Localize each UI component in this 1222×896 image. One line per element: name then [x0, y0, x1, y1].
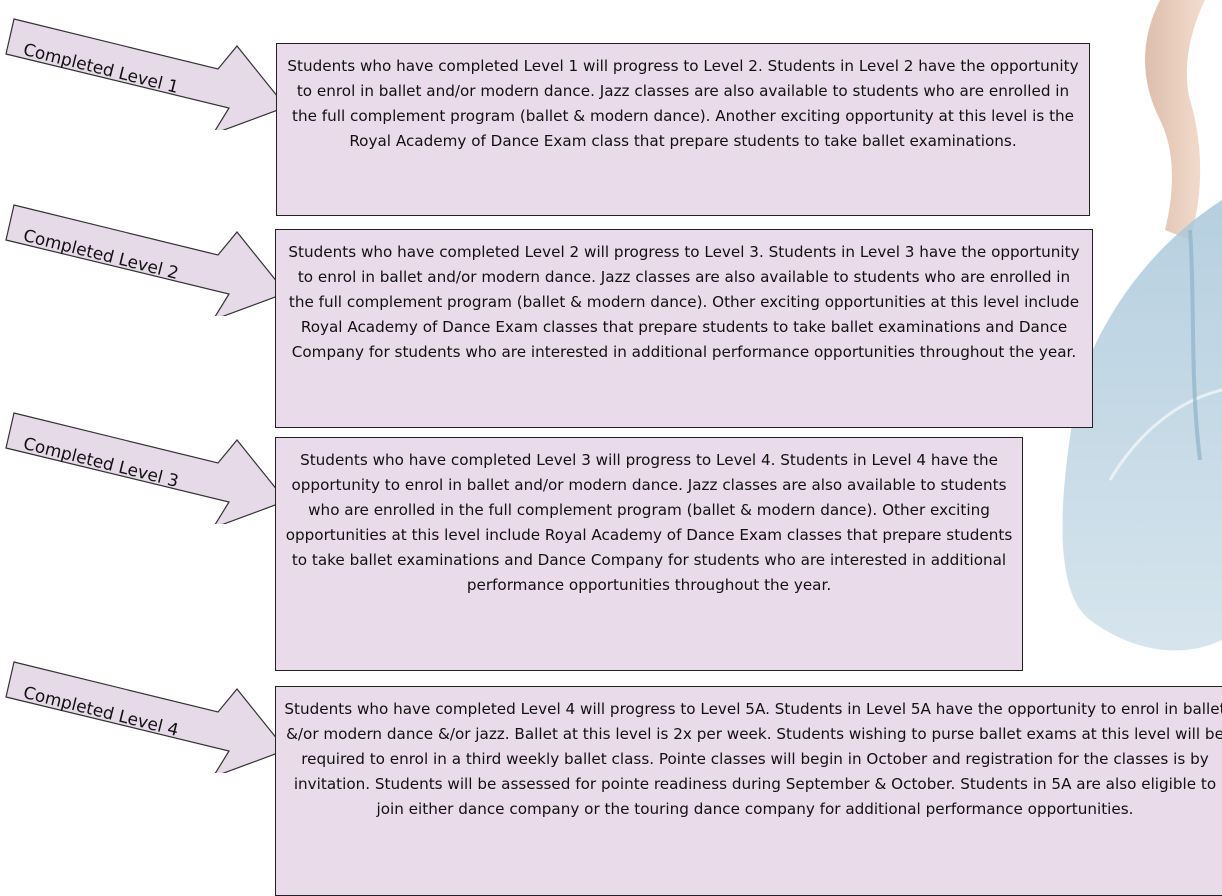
arrow-right-icon [5, 18, 287, 130]
arrow-right-icon [5, 412, 287, 524]
arrow-right-icon [5, 661, 287, 773]
level-4-description: Students who have completed Level 4 will… [275, 686, 1222, 896]
arrow-completed-level-3: Completed Level 3 [0, 394, 290, 524]
arrow-completed-level-4: Completed Level 4 [0, 643, 290, 773]
arrow-right-icon [5, 204, 287, 316]
level-2-description: Students who have completed Level 2 will… [275, 229, 1093, 428]
dancer-photo [990, 0, 1222, 700]
level-3-description: Students who have completed Level 3 will… [275, 437, 1023, 671]
level-1-description: Students who have completed Level 1 will… [276, 43, 1090, 216]
arrow-completed-level-2: Completed Level 2 [0, 186, 290, 316]
arrow-completed-level-1: Completed Level 1 [0, 0, 290, 130]
